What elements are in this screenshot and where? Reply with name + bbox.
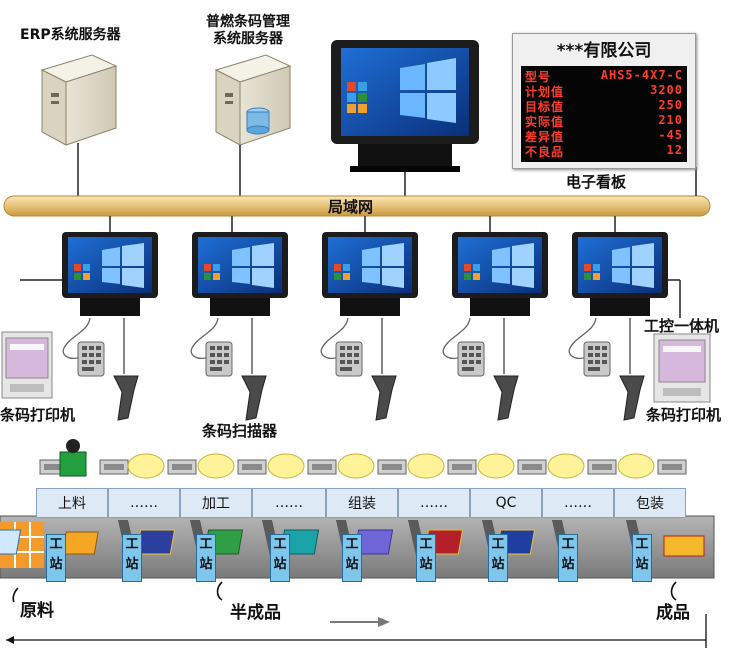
led-row-label: 计划值 [525,85,565,99]
work-station: 工 站 [196,534,216,582]
led-row: 型号 AHS5-4X7-C [525,68,683,84]
led-row: 差异值 -45 [525,128,683,144]
led-row-label: 型号 [525,70,552,84]
process-box: …… [398,488,470,518]
keypad-scanner-set [62,317,645,421]
erp-server-icon [40,54,118,146]
ipc-label: 工控一体机 [644,317,720,335]
raw-material-label: 原料 [20,601,54,621]
finished-product-label: 成品 [656,603,690,623]
work-station: 工 站 [270,534,290,582]
barcode-server-label: 普燃条码管理 系统服务器 [186,14,310,48]
process-box: 上料 [36,488,108,518]
barcode-server-icon [214,54,292,146]
printer-right-label: 条码打印机 [646,406,722,424]
work-station: 工 站 [342,534,362,582]
led-row-value: -45 [658,128,683,142]
led-row: 目标值 250 [525,98,683,114]
work-station: 工 站 [632,534,652,582]
led-row-label: 不良品 [525,145,565,159]
board-title: ***有限公司 [556,41,652,61]
led-row: 实际值 210 [525,113,683,129]
process-box: 包装 [614,488,686,518]
led-row-value: AHS5-4X7-C [600,68,683,82]
work-station: 工 站 [122,534,142,582]
led-row-value: 210 [658,113,683,127]
led-row-label: 目标值 [525,100,565,114]
e-kanban-board: ***有限公司 型号 AHS5-4X7-C 计划值 3200 目标值 250 实际值 2… [512,33,696,169]
work-station: 工 站 [46,534,66,582]
work-station: 工 站 [488,534,508,582]
main-tablet-icon [331,40,479,172]
process-box: QC [470,488,542,518]
workers-row [39,439,687,479]
board-led-panel: 型号 AHS5-4X7-C 计划值 3200 目标值 250 实际值 210 差异值 -4… [521,66,687,162]
led-row-value: 12 [666,143,683,157]
printer-left-label: 条码打印机 [0,406,76,424]
semi-finished-label: 半成品 [230,603,281,623]
led-row-value: 250 [658,98,683,112]
barcode-server-label-line1: 普燃条码管理 [206,14,290,30]
board-caption: 电子看板 [566,173,627,191]
barcode-server-label-line2: 系统服务器 [213,31,283,47]
process-box: …… [252,488,326,518]
led-row-value: 3200 [650,83,683,97]
process-box: …… [542,488,614,518]
barcode-printer-left-icon [1,331,53,399]
led-row: 计划值 3200 [525,83,683,99]
lan-label: 局域网 [328,198,374,216]
barcode-printer-right-icon [653,333,711,403]
process-box: 加工 [180,488,252,518]
led-row-label: 差异值 [525,130,565,144]
process-box: 组装 [326,488,398,518]
led-row: 不良品 12 [525,143,683,159]
led-row-label: 实际值 [525,115,565,129]
work-station: 工 站 [416,534,436,582]
lan-bus [3,195,711,217]
erp-server-label: ERP系统服务器 [20,27,121,43]
station-terminals [62,232,668,316]
process-box: …… [108,488,180,518]
work-station: 工 站 [558,534,578,582]
scanner-label: 条码扫描器 [202,422,278,440]
